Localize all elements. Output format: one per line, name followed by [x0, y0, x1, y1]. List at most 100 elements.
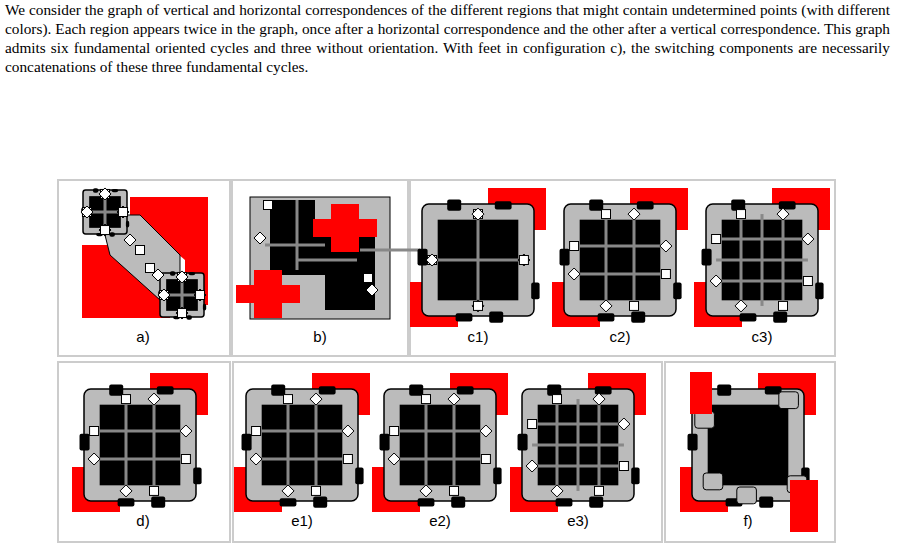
panel-label: c3) — [752, 328, 773, 345]
panel-label: c1) — [468, 328, 489, 345]
diamond-marker — [120, 485, 132, 497]
red-region — [313, 219, 377, 237]
panel-label: e2) — [429, 512, 451, 529]
square-marker — [712, 235, 721, 244]
diamond-marker — [366, 284, 378, 296]
panel-label: d) — [136, 512, 149, 529]
red-region — [680, 467, 728, 512]
diamond-marker — [176, 271, 188, 283]
square-marker — [178, 309, 187, 318]
diamond-marker — [254, 232, 266, 244]
square-marker — [619, 462, 628, 471]
square-marker — [422, 395, 431, 404]
region-complex — [242, 385, 364, 508]
panel-label: e1) — [291, 512, 313, 529]
region-complex — [702, 200, 824, 323]
square-marker — [602, 210, 611, 219]
square-marker — [181, 455, 190, 464]
square-marker — [481, 455, 490, 464]
diamond-marker — [180, 425, 192, 437]
diamond-marker — [124, 234, 136, 246]
red-region — [236, 285, 300, 303]
panel-frame — [665, 362, 835, 542]
diamond-marker — [148, 393, 160, 405]
square-marker — [519, 256, 528, 265]
diamond-marker — [526, 460, 538, 472]
body-paragraph: We consider the graph of vertical and ho… — [5, 0, 890, 76]
square-marker — [150, 486, 159, 495]
square-marker — [803, 277, 812, 286]
panel-label: a) — [136, 328, 149, 345]
square-marker — [343, 455, 352, 464]
diamond-marker — [480, 425, 492, 437]
panel-frame — [233, 362, 662, 542]
diamond-marker — [568, 268, 580, 280]
panel-frame — [232, 180, 408, 356]
square-marker — [364, 274, 373, 283]
graph-line — [297, 259, 357, 262]
diamond-marker — [152, 269, 164, 281]
square-marker — [779, 301, 788, 310]
square-marker — [196, 291, 205, 300]
region-complex — [80, 385, 202, 508]
diamond-marker — [472, 300, 484, 312]
diamond-marker — [551, 485, 563, 497]
diamond-marker — [158, 289, 170, 301]
square-marker — [136, 246, 145, 255]
panel-frame — [58, 362, 230, 542]
square-marker — [312, 486, 321, 495]
region-complex — [418, 200, 540, 323]
square-marker — [146, 264, 155, 273]
panel-label: c2) — [610, 328, 631, 345]
square-marker — [474, 301, 483, 310]
diamond-marker — [426, 254, 438, 266]
square-marker — [570, 242, 579, 251]
diamond-marker — [600, 300, 612, 312]
region-complex — [81, 188, 129, 236]
diamond-marker — [81, 206, 93, 218]
square-marker — [264, 201, 273, 210]
diamond-marker — [250, 453, 262, 465]
diamond-marker — [282, 485, 294, 497]
diamond-marker — [420, 485, 432, 497]
red-region — [690, 372, 712, 414]
diamond-marker — [593, 393, 605, 405]
square-marker — [252, 427, 261, 436]
diamond-marker — [660, 240, 672, 252]
square-marker — [630, 301, 639, 310]
diamond-marker — [628, 208, 640, 220]
red-region — [790, 480, 818, 532]
diamond-marker — [99, 224, 111, 236]
region-complex — [158, 271, 206, 319]
square-marker — [90, 427, 99, 436]
panel-frame — [410, 180, 835, 356]
diamond-marker — [472, 208, 484, 220]
diamond-marker — [310, 393, 322, 405]
diamond-marker — [176, 307, 188, 319]
square-marker — [528, 420, 537, 429]
diamond-marker — [388, 453, 400, 465]
diamond-marker — [735, 300, 747, 312]
square-marker — [553, 395, 562, 404]
diamond-marker — [117, 206, 129, 218]
square-marker — [119, 208, 128, 217]
panel-frame — [58, 180, 230, 356]
square-marker — [122, 395, 131, 404]
square-marker — [284, 395, 293, 404]
graph-line — [360, 249, 420, 252]
square-marker — [450, 486, 459, 495]
diamond-marker — [99, 188, 111, 200]
diamond-marker — [518, 254, 530, 266]
square-marker — [595, 486, 604, 495]
panel-label: b) — [313, 328, 326, 345]
graph-line — [265, 244, 325, 247]
square-marker — [661, 270, 670, 279]
panel-label: e3) — [567, 512, 589, 529]
diamond-marker — [194, 289, 206, 301]
diamond-marker — [618, 418, 630, 430]
diamond-marker — [88, 453, 100, 465]
square-marker — [101, 226, 110, 235]
panel-label: f) — [743, 512, 752, 529]
diamond-marker — [448, 393, 460, 405]
